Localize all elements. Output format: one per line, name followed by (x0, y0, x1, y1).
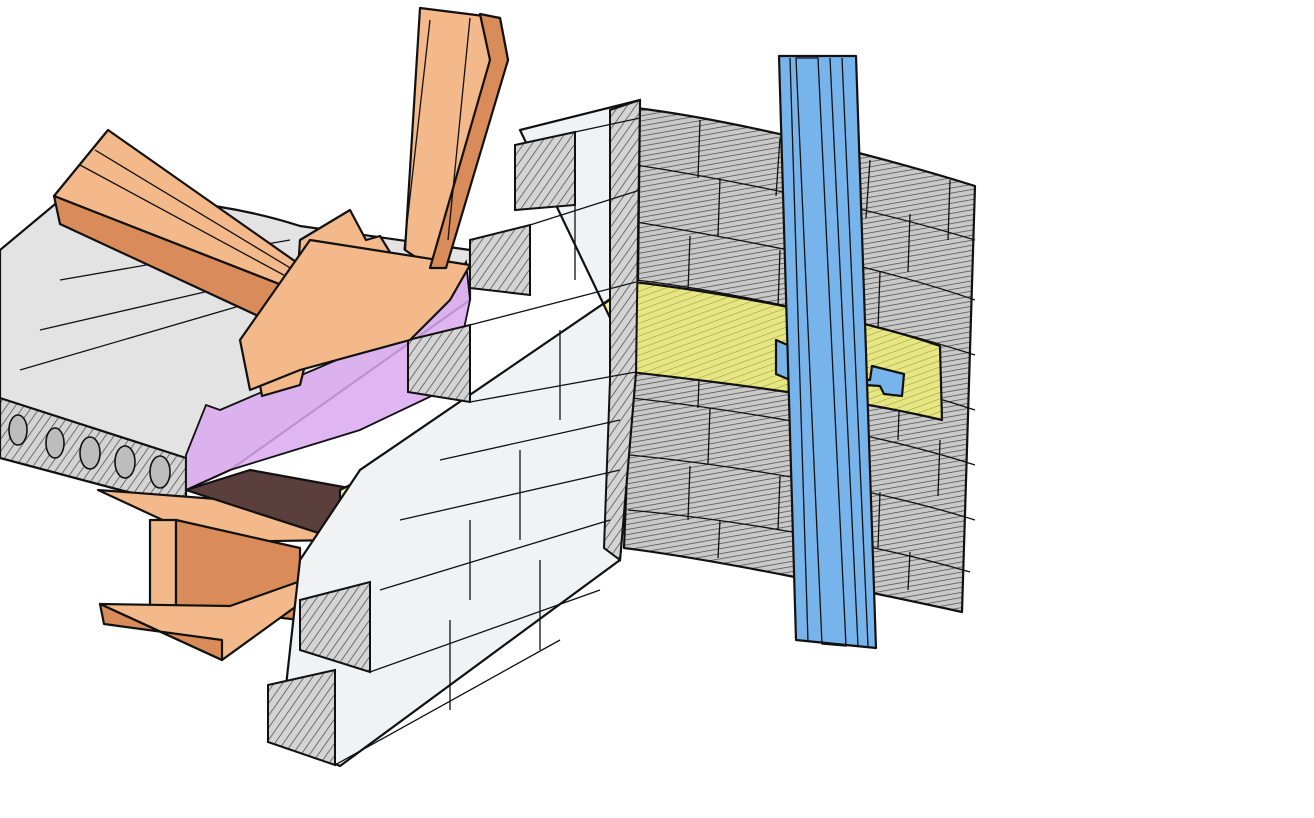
slab-core-voids (8, 414, 171, 489)
masonry-block-end (469, 223, 531, 297)
timber-rafter (238, 6, 510, 392)
masonry-block-end (514, 130, 576, 212)
steel-i-beam (96, 488, 362, 662)
damp-proof-membrane (185, 259, 471, 492)
steel-column (777, 54, 878, 650)
outer-masonry-leaf (267, 98, 642, 768)
masonry-block-end (267, 668, 336, 767)
